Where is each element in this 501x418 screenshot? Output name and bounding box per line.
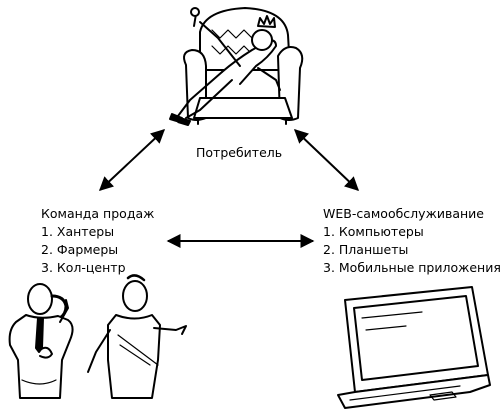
laptop-illustration [337, 286, 491, 409]
king-on-armchair-illustration [169, 7, 304, 126]
web-self-service-title: WEB-самообслуживание [323, 206, 484, 221]
arrow-consumer-sales [98, 129, 166, 191]
sales-item-call-center: 3. Кол-центр [41, 260, 126, 275]
arrow-consumer-web [293, 129, 360, 191]
web-item-computers: 1. Компьютеры [323, 224, 424, 239]
consumer-label: Потребитель [196, 145, 283, 160]
sales-team-title: Команда продаж [41, 206, 155, 221]
sales-item-hunters: 1. Хантеры [41, 224, 115, 239]
sales-item-farmers: 2. Фармеры [41, 242, 119, 257]
salesmen-illustration [8, 274, 187, 399]
web-item-tablets: 2. Планшеты [323, 242, 409, 257]
web-item-mobile-apps: 3. Мобильные приложения [323, 260, 501, 275]
